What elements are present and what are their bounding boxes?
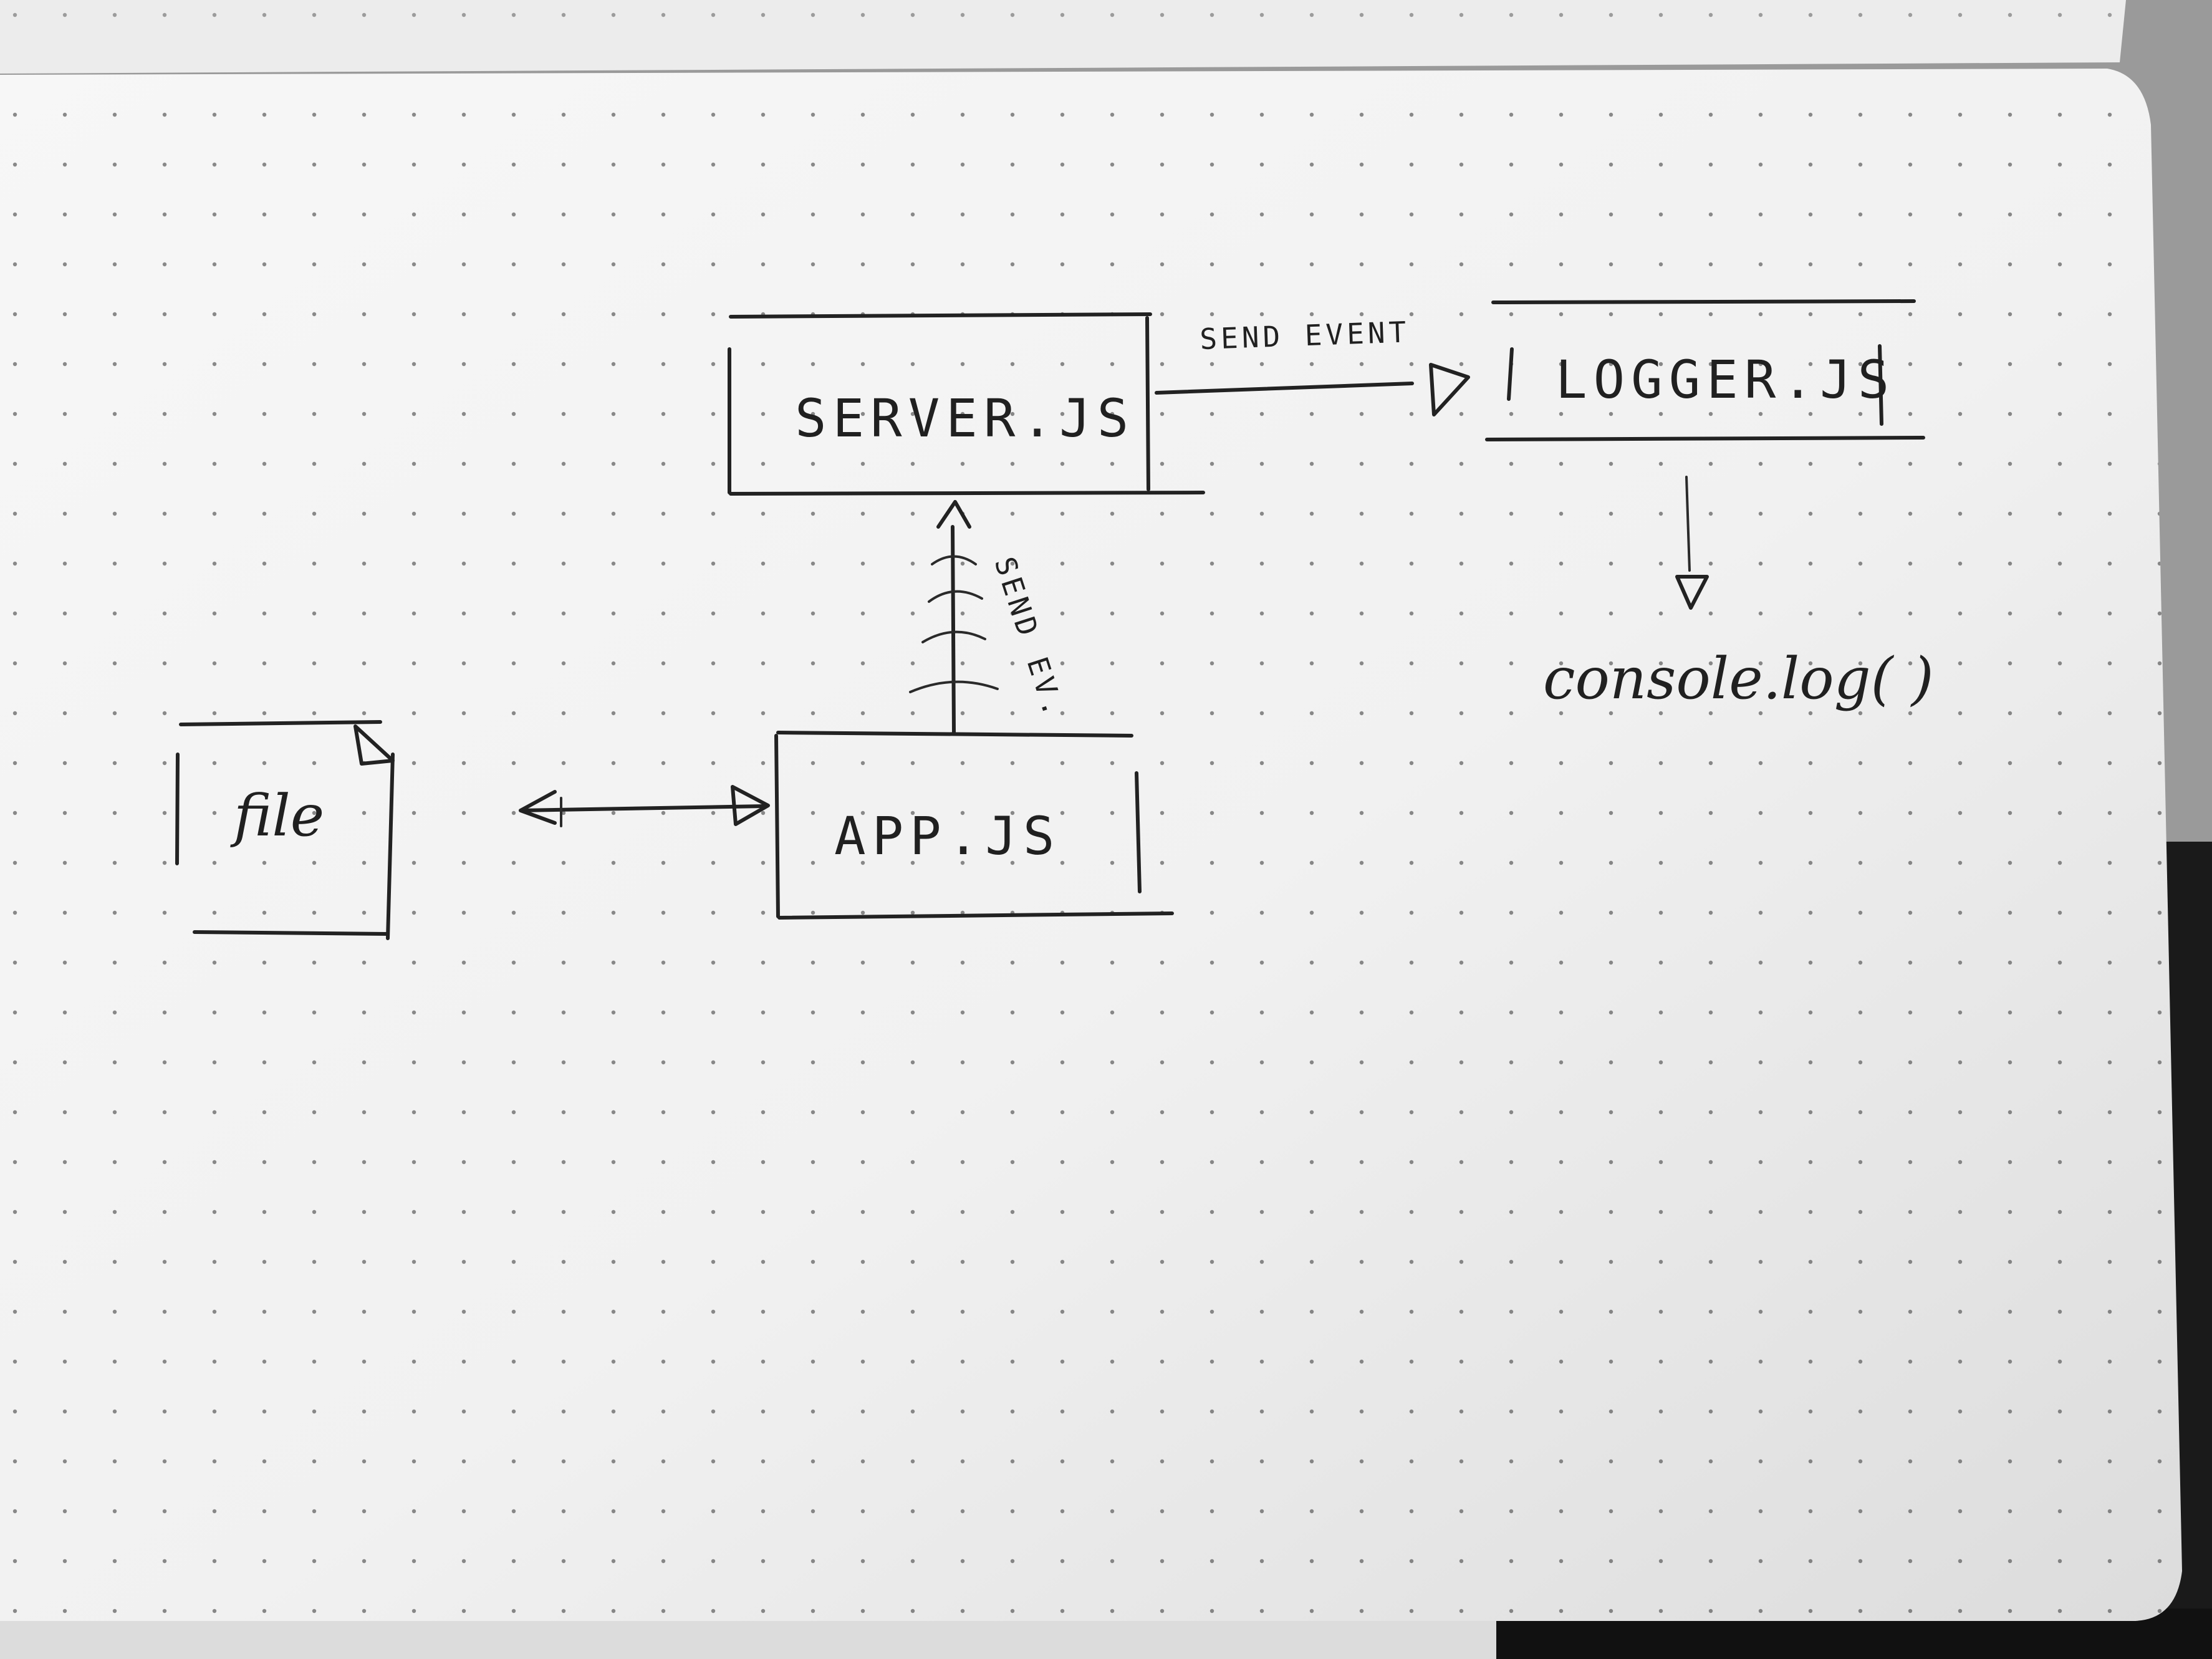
logger-label: LOGGER.JS (1556, 349, 1895, 410)
logger-node: LOGGER.JS (1485, 299, 1925, 441)
file-node: file (175, 720, 395, 940)
file-label: file (230, 782, 324, 849)
app-label: APP.JS (834, 805, 1060, 867)
page-dot-grid (0, 69, 2182, 1621)
edge-logger-to-console (1675, 476, 1709, 610)
previous-page-dots (0, 0, 2120, 62)
app-node: APP.JS (774, 731, 1174, 920)
edge-file-app (519, 785, 770, 827)
server-label: SERVER.JS (795, 388, 1135, 449)
edge-server-to-logger-label: SEND EVENT (1199, 315, 1410, 356)
bottom-sheet (0, 1621, 1496, 1659)
edge-server-to-logger: SEND EVENT (1155, 315, 1470, 416)
server-node: SERVER.JS (728, 312, 1205, 496)
console-label: console.log( ) (1543, 645, 1934, 712)
